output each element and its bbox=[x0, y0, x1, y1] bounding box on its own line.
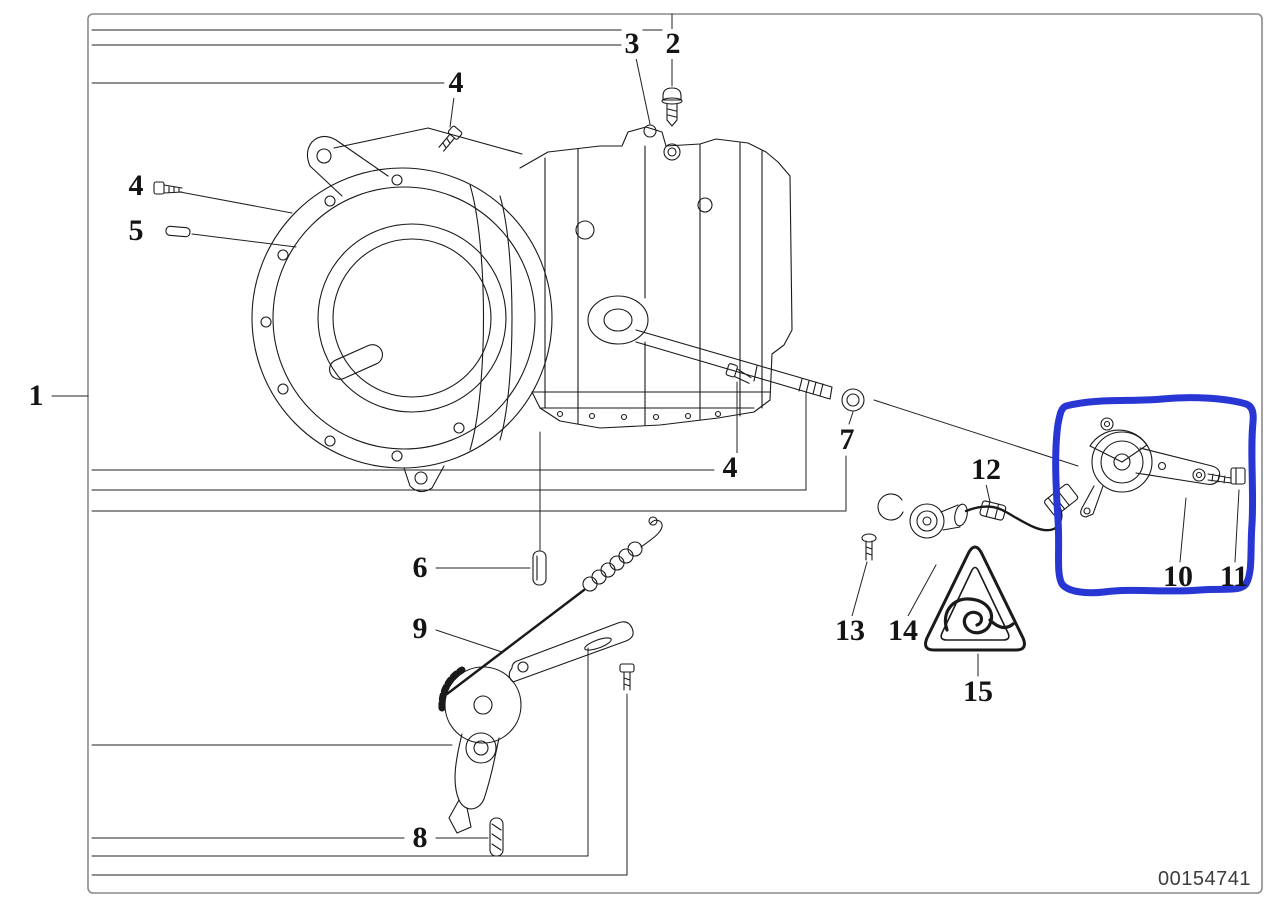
warning-triangle-icon bbox=[924, 545, 1026, 652]
callout-7[interactable]: 7 bbox=[836, 425, 858, 455]
actuator-assembly bbox=[1080, 417, 1246, 518]
callout-2[interactable]: 2 bbox=[662, 29, 684, 59]
callout-12[interactable]: 12 bbox=[968, 455, 1004, 485]
callout-3[interactable]: 3 bbox=[621, 29, 643, 59]
callout-9[interactable]: 9 bbox=[409, 614, 431, 644]
highlight-marker bbox=[1052, 394, 1257, 597]
diagram-id-label: 00154741 bbox=[1158, 868, 1251, 890]
callout-4-left[interactable]: 4 bbox=[125, 171, 147, 201]
pin-part bbox=[165, 225, 191, 238]
parking-lock-lever bbox=[438, 516, 663, 834]
callout-13[interactable]: 13 bbox=[832, 616, 868, 646]
callout-10[interactable]: 10 bbox=[1163, 560, 1193, 593]
seal-ring-part bbox=[841, 388, 865, 412]
callout-5[interactable]: 5 bbox=[125, 216, 147, 246]
callout-1[interactable]: 1 bbox=[25, 381, 47, 411]
callout-11[interactable]: 11 bbox=[1219, 560, 1249, 593]
callout-4-shaft[interactable]: 4 bbox=[719, 453, 741, 483]
roll-pin-part bbox=[489, 817, 504, 857]
bolt-part-left bbox=[153, 181, 183, 195]
bolt-part-top bbox=[438, 125, 463, 152]
bell-housing bbox=[251, 127, 553, 493]
leader-lines bbox=[51, 13, 1240, 876]
plug-part bbox=[661, 87, 683, 127]
dowel-part bbox=[532, 550, 547, 586]
callout-8[interactable]: 8 bbox=[409, 823, 431, 853]
callout-14[interactable]: 14 bbox=[885, 616, 921, 646]
callout-4-top[interactable]: 4 bbox=[445, 68, 467, 98]
gearbox-body bbox=[519, 124, 793, 429]
callout-15[interactable]: 15 bbox=[960, 677, 996, 707]
selector-shaft bbox=[635, 329, 833, 400]
diagram-border bbox=[87, 13, 1263, 894]
callout-6[interactable]: 6 bbox=[409, 553, 431, 583]
spring-hazard-symbol bbox=[943, 597, 1015, 635]
